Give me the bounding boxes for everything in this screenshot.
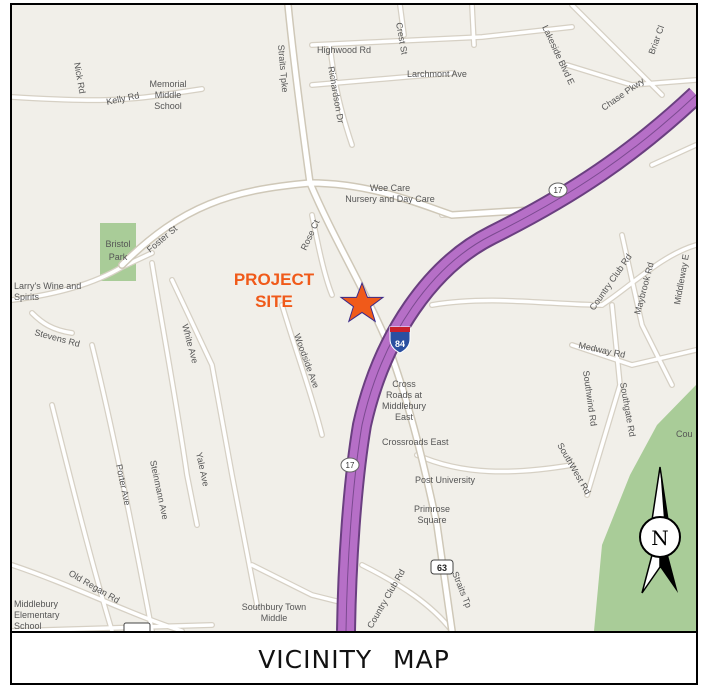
major-roads <box>119 5 535 631</box>
label-porter-ave: Porter Ave <box>114 463 132 506</box>
label-middleway-e: Middleway E <box>672 253 691 305</box>
label-briar-cl: Briar Cl <box>646 24 666 56</box>
label-southbury-1: Southbury Town <box>242 602 306 612</box>
route-17-shield-south: 17 <box>340 457 360 473</box>
north-arrow-icon: N <box>639 466 681 594</box>
label-middlebury-2: Elementary <box>14 610 60 620</box>
map-caption: VICINITY MAP <box>258 645 450 674</box>
label-southwind-rd: Southwind Rd <box>581 370 599 427</box>
label-cou: Cou <box>676 429 693 439</box>
major-roads-casing <box>118 5 536 631</box>
svg-text:17: 17 <box>346 461 355 470</box>
label-crossroads-1: Cross <box>392 379 416 389</box>
label-larchmont-ave: Larchmont Ave <box>407 69 467 79</box>
label-crossroads-3: Middlebury <box>382 401 427 411</box>
svg-text:17: 17 <box>554 186 563 195</box>
label-wee-care-2: Nursery and Day Care <box>345 194 435 204</box>
label-crossroads-east: Crossroads East <box>382 437 449 447</box>
label-lakeside-blvd: Lakeside Blvd E <box>540 24 576 87</box>
label-primrose-1: Primrose <box>414 504 450 514</box>
svg-text:84: 84 <box>395 339 405 349</box>
label-memorial-2: Middle <box>155 90 182 100</box>
route-63-shield: 63 <box>430 559 454 575</box>
project-site-star-icon[interactable] <box>339 281 385 323</box>
interstate-84-shield: 84 <box>389 326 411 354</box>
label-yale-ave: Yale Ave <box>194 451 211 487</box>
svg-text:N: N <box>651 526 669 550</box>
label-memorial-1: Memorial <box>149 79 186 89</box>
label-wee-care-1: Wee Care <box>370 183 410 193</box>
label-middlebury-1: Middlebury <box>14 599 59 609</box>
label-kelly-rd: Kelly Rd <box>105 90 140 107</box>
label-bristol-park-1: Bristol <box>105 239 130 249</box>
project-site-label-line2: SITE <box>255 292 293 311</box>
label-larrys-2: Spirits <box>14 292 40 302</box>
label-straits-tpke-south: Straits Tp <box>450 570 474 609</box>
svg-text:63: 63 <box>437 563 447 573</box>
label-primrose-2: Square <box>417 515 446 525</box>
route-17-shield-north: 17 <box>548 182 568 198</box>
route-188-shield <box>123 622 151 631</box>
label-crossroads-4: East <box>395 412 414 422</box>
label-southgate-rd: Southgate Rd <box>618 382 637 438</box>
label-steinmann-ave: Steinmann Ave <box>148 459 170 520</box>
vicinity-map-frame: 17 17 84 63 Highwood Rd Crest St Larchmo… <box>10 3 698 685</box>
map-canvas: 17 17 84 63 Highwood Rd Crest St Larchmo… <box>12 5 696 631</box>
label-post-university: Post University <box>415 475 476 485</box>
label-richardson-dr: Richardson Dr <box>326 66 346 124</box>
caption-bar: VICINITY MAP <box>12 631 696 683</box>
label-crossroads-2: Roads at <box>386 390 423 400</box>
label-larrys-1: Larry's Wine and <box>14 281 81 291</box>
label-middlebury-3: School <box>14 621 42 631</box>
label-highwood-rd: Highwood Rd <box>317 45 371 55</box>
map-area[interactable]: 17 17 84 63 Highwood Rd Crest St Larchmo… <box>12 5 696 631</box>
label-memorial-3: School <box>154 101 182 111</box>
label-straits-tpke-north: Straits Tpke <box>276 44 290 93</box>
label-nick-rd: Nick Rd <box>72 62 87 95</box>
project-site-label-line1: PROJECT <box>234 270 315 289</box>
label-southbury-2: Middle <box>261 613 288 623</box>
label-bristol-park-2: Park <box>109 252 128 262</box>
highway-centerline <box>345 94 696 631</box>
